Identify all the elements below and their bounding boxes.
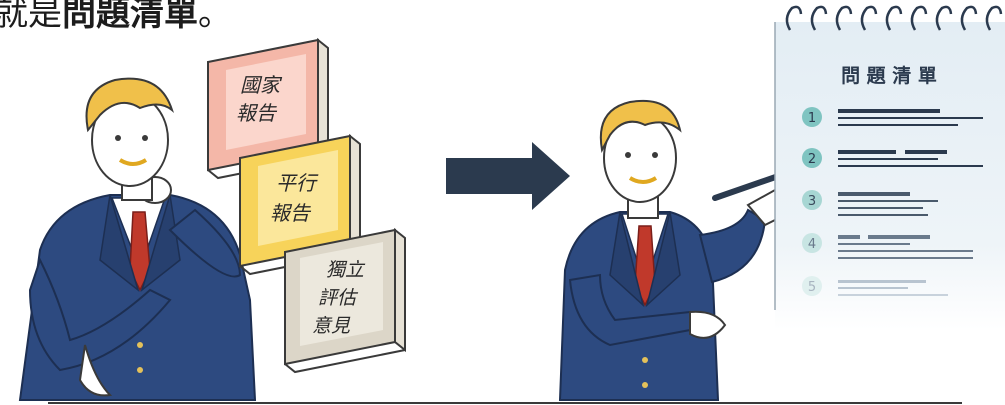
checklist-item: 5	[802, 276, 948, 296]
checklist-item: 4	[802, 233, 973, 259]
checklist-item: 2	[802, 148, 983, 168]
writing-man-figure	[558, 99, 793, 401]
book-title-line2: 報告	[236, 101, 278, 125]
book-title-line2: 評估	[318, 287, 359, 309]
headline: 就是問題清單。	[0, 0, 232, 35]
book-parallel-report: 平行 報告	[239, 133, 361, 276]
notepad-paper	[775, 22, 1005, 330]
headline-prefix: 就是	[0, 0, 62, 34]
book-title-line1: 平行	[276, 171, 319, 195]
book-title-line1: 獨立	[326, 259, 366, 281]
book-independent-opinion: 獨立 評估 意見	[284, 227, 406, 374]
book-title-line1: 國家	[240, 73, 283, 97]
checklist-item: 3	[802, 190, 938, 216]
item-number: 2	[808, 152, 816, 167]
item-number: 4	[808, 237, 816, 252]
spiral-binding	[785, 5, 1003, 31]
book-title-line3: 意見	[312, 315, 351, 337]
item-number: 3	[808, 194, 816, 209]
checklist-item: 1	[802, 107, 983, 127]
thinking-man-figure	[18, 77, 257, 401]
book-title-line2: 報告	[270, 201, 312, 225]
item-number: 1	[808, 111, 816, 126]
headline-suffix: 。	[198, 0, 232, 34]
item-number: 5	[808, 280, 816, 295]
headline-emphasis: 問題清單	[62, 0, 198, 34]
checklist-notepad: 問 題 清 單 1 2 3 4	[774, 5, 1005, 330]
arrow-right-icon	[446, 142, 570, 210]
checklist-title: 問 題 清 單	[841, 64, 937, 87]
